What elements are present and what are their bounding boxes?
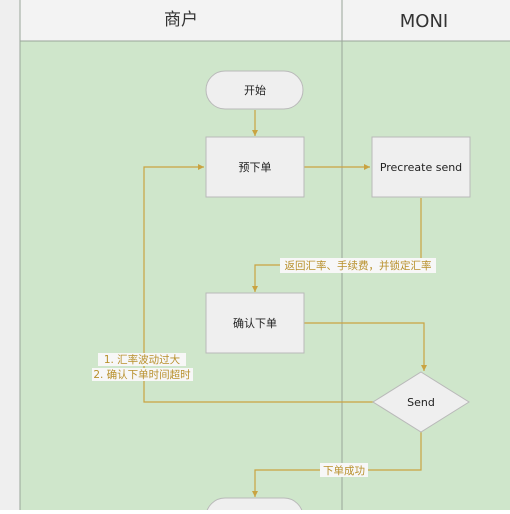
confirm-node-label: 确认下单	[233, 317, 277, 330]
start-node-label: 开始	[244, 83, 266, 97]
lane-title-merchant: 商户	[164, 10, 198, 30]
lane-merchant	[20, 41, 342, 510]
edge-label-bg-retry-2	[92, 368, 193, 381]
preorder-node	[205, 136, 305, 198]
lane-header-merchant	[20, 0, 342, 41]
end-node	[205, 497, 304, 514]
preorder-node-label: 预下单	[239, 161, 272, 174]
edge-confirm-to-send	[304, 322, 427, 371]
edge-label-bg-return-rate	[280, 258, 436, 273]
confirm-node	[205, 292, 305, 354]
edge-label-retry-reason-1: 1. 汇率波动过大	[104, 353, 181, 366]
edge-send-retry-loop	[143, 164, 374, 403]
edge-label-retry-reason-2: 2. 确认下单时间超时	[93, 368, 191, 381]
start-node	[205, 70, 304, 110]
edge-label-bg-retry-1	[98, 353, 186, 366]
send-decision-label: Send	[407, 396, 435, 409]
lane-title-moni: MONI	[400, 11, 448, 32]
edge-label-success: 下单成功	[323, 465, 365, 477]
lane-header-moni	[342, 0, 510, 41]
lane-moni	[342, 41, 510, 510]
left-gutter	[0, 0, 20, 510]
precreate-node-label: Precreate send	[380, 161, 462, 174]
send-decision-node	[372, 371, 470, 433]
precreate-node	[371, 136, 471, 198]
edge-label-bg-success	[320, 463, 368, 477]
edge-label-return-rate: 返回汇率、手续费，并锁定汇率	[285, 259, 432, 272]
